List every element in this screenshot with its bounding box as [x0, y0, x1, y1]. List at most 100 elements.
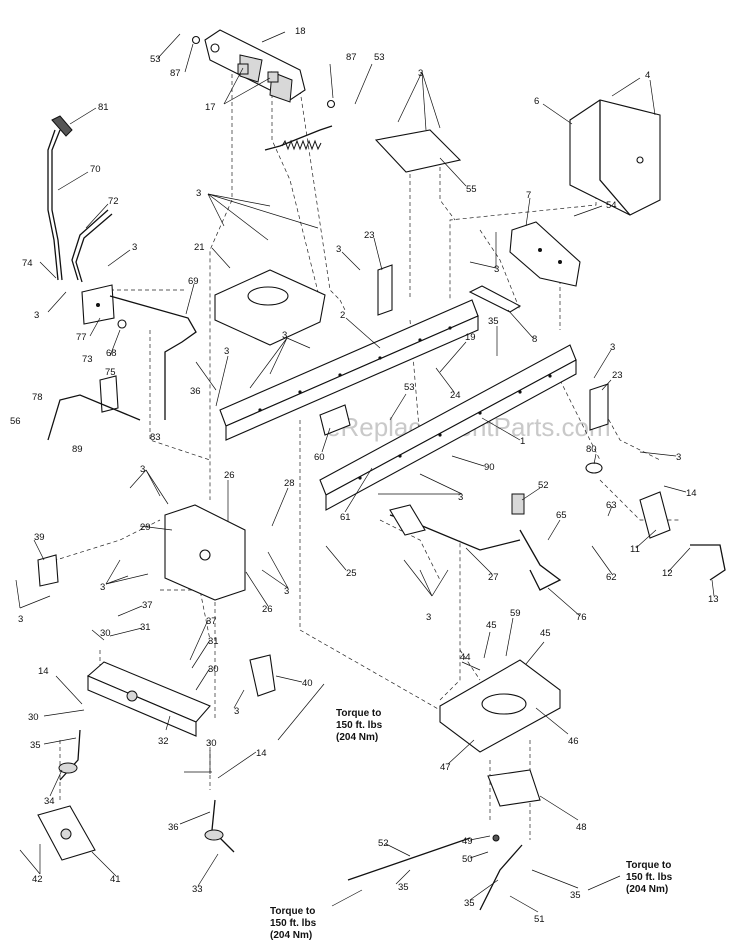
callout-46: 46 [568, 736, 579, 747]
callout-39: 39 [34, 532, 45, 543]
part-50-fastener [492, 834, 500, 842]
callout-32: 32 [158, 736, 169, 747]
callout-3: 3 [34, 310, 39, 321]
callout-3: 3 [284, 586, 289, 597]
callout-29: 29 [140, 522, 151, 533]
part-8-bar [468, 285, 522, 313]
callout-36: 36 [190, 386, 201, 397]
callout-3: 3 [458, 492, 463, 503]
part-77-bracket [81, 284, 115, 325]
callout-87: 87 [170, 68, 181, 79]
callout-90: 90 [484, 462, 495, 473]
callout-19: 19 [465, 332, 476, 343]
callout-51: 51 [534, 914, 545, 925]
callout-44: 44 [460, 652, 471, 663]
callout-35: 35 [464, 898, 475, 909]
callout-87: 87 [346, 52, 357, 63]
part-81-grip [51, 115, 73, 137]
torque-note-rear-left: Torque to 150 ft. lbs (204 Nm) [270, 906, 317, 941]
callout-40: 40 [302, 678, 313, 689]
callout-68: 68 [106, 348, 117, 359]
callout-13: 13 [708, 594, 719, 605]
part-21-plate [214, 269, 326, 346]
callout-3: 3 [676, 452, 681, 463]
callout-59: 59 [510, 608, 521, 619]
callout-30: 30 [208, 664, 219, 675]
torque-note-rear-right: Torque to 150 ft. lbs (204 Nm) [626, 860, 673, 895]
part-41-plate [37, 805, 96, 861]
callout-3: 3 [224, 346, 229, 357]
callout-47: 47 [440, 762, 451, 773]
callout-62: 62 [606, 572, 617, 583]
callout-83: 83 [150, 432, 161, 443]
part-23-bracket-right [589, 383, 609, 431]
callout-14: 14 [256, 748, 267, 759]
callout-31: 31 [140, 622, 151, 633]
callout-3: 3 [140, 464, 145, 475]
callout-36: 36 [168, 822, 179, 833]
part-34-spindle-left [58, 729, 81, 781]
callout-leader-lines [15, 31, 715, 913]
callout-26: 26 [262, 604, 273, 615]
part-32-front-axle [86, 661, 211, 737]
part-13-rod [690, 544, 726, 581]
callout-80: 80 [586, 444, 597, 455]
callout-77: 77 [76, 332, 87, 343]
callout-56: 56 [10, 416, 21, 427]
callout-55: 55 [466, 184, 477, 195]
callout-33: 33 [192, 884, 203, 895]
callout-8: 8 [532, 334, 537, 345]
callout-3: 3 [18, 614, 23, 625]
part-18-upper-bracket [204, 29, 306, 103]
callout-89: 89 [72, 444, 83, 455]
callout-3: 3 [196, 188, 201, 199]
part-75-bracket [99, 375, 119, 413]
part-39-bracket [37, 554, 59, 587]
callout-63: 63 [606, 500, 617, 511]
part-40-bracket [249, 654, 276, 697]
callout-35: 35 [488, 316, 499, 327]
callout-17: 17 [205, 102, 216, 113]
callout-52: 52 [538, 480, 549, 491]
callout-75: 75 [105, 367, 116, 378]
part-11-pedal [639, 491, 671, 539]
torque-note-line1: Torque to [270, 906, 315, 917]
callout-37: 37 [206, 616, 217, 627]
part-2-frame-rail-upper [219, 299, 479, 441]
callout-78: 78 [32, 392, 43, 403]
torque-note-line3: (204 Nm) [336, 732, 378, 743]
callout-74: 74 [22, 258, 33, 269]
part-76-rod [519, 529, 562, 591]
torque-note-line1: Torque to [336, 708, 381, 719]
callout-54: 54 [606, 200, 617, 211]
part-29-front-bracket [164, 504, 246, 601]
torque-note-line2: 150 ft. lbs [270, 918, 317, 929]
part-33-spindle-right [204, 799, 235, 853]
torque-note-line1: Torque to [626, 860, 671, 871]
callout-23: 23 [364, 230, 375, 241]
callout-18: 18 [295, 26, 306, 37]
callout-14: 14 [38, 666, 49, 677]
callout-50: 50 [462, 854, 473, 865]
callout-73: 73 [82, 354, 93, 365]
callout-72: 72 [108, 196, 119, 207]
callout-7: 7 [526, 190, 531, 201]
callout-3: 3 [100, 582, 105, 593]
callout-3: 3 [234, 706, 239, 717]
callout-41: 41 [110, 874, 121, 885]
callout-3: 3 [132, 242, 137, 253]
callout-14: 14 [686, 488, 697, 499]
callout-28: 28 [284, 478, 295, 489]
callout-48: 48 [576, 822, 587, 833]
torque-note-line2: 150 ft. lbs [336, 720, 383, 731]
callout-60: 60 [314, 452, 325, 463]
callout-53: 53 [150, 54, 161, 65]
callout-24: 24 [450, 390, 461, 401]
part-68-fastener [117, 319, 127, 329]
callout-3: 3 [426, 612, 431, 623]
callout-21: 21 [194, 242, 205, 253]
part-48-bracket [487, 769, 541, 807]
part-69-rod [109, 295, 197, 420]
part-56-rod [47, 394, 141, 441]
